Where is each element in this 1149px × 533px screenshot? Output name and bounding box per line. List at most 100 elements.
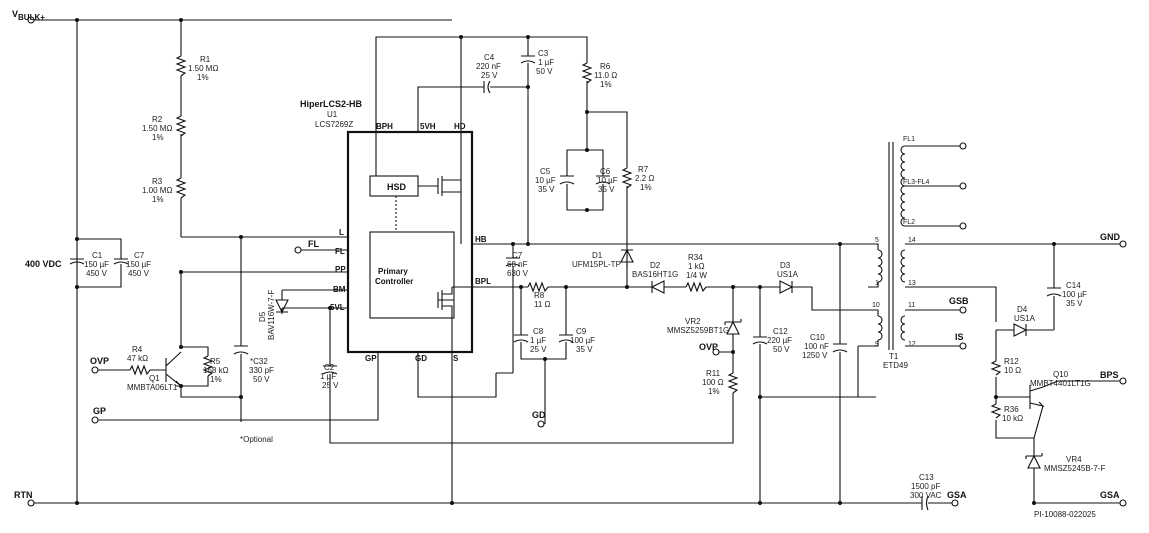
q10-part: MMBT4401LT1G	[1030, 379, 1091, 388]
r12-symbol	[990, 360, 1002, 376]
wires	[34, 19, 1120, 504]
optional-note: *Optional	[240, 435, 273, 444]
r34-power: 1/4 W	[686, 271, 707, 280]
d2-symbol	[650, 280, 665, 294]
r12-value: 10 Ω	[1004, 366, 1021, 375]
c9-voltage: 35 V	[576, 345, 593, 354]
r36-name: R36	[1004, 405, 1019, 414]
c9-value: 100 µF	[570, 336, 595, 345]
c8-symbol	[513, 334, 529, 343]
r34-value: 1 kΩ	[688, 262, 705, 271]
c6-name: C6	[600, 167, 611, 176]
t1-pin-1: 1	[875, 280, 879, 287]
pin-bph: BPH	[376, 122, 393, 131]
ic-u1	[346, 130, 474, 354]
r8-symbol	[527, 281, 549, 293]
pin-s: S	[453, 354, 459, 363]
r2-symbol	[175, 115, 187, 140]
resistors	[129, 55, 1002, 419]
net-gsa-right: GSA	[1100, 490, 1120, 500]
r12-name: R12	[1004, 357, 1019, 366]
c8-value: 1 µF	[530, 336, 546, 345]
t1-pin-9: 9	[875, 341, 879, 348]
net-fl: FL	[308, 239, 319, 249]
c2-symbol	[322, 365, 338, 375]
q1-name: Q1	[149, 374, 160, 383]
c13-value: 1500 pF	[911, 482, 940, 491]
pin-pp: PP	[335, 265, 346, 274]
transformer-t1	[877, 142, 906, 350]
c6-value: 10 µF	[597, 176, 618, 185]
pc-label-1: Primary	[378, 267, 408, 276]
terminals	[27, 16, 1127, 507]
d5-part: BAV116W-7-F	[267, 290, 276, 340]
c4-name: C4	[484, 53, 495, 62]
c8-name: C8	[533, 327, 544, 336]
t1-pin-11: 11	[908, 302, 915, 309]
net-is: IS	[955, 332, 964, 342]
r6-name: R6	[600, 62, 611, 71]
r8-value: 11 Ω	[534, 300, 551, 309]
c3-symbol	[520, 55, 536, 64]
net-gp-left: GP	[93, 406, 106, 416]
c13-symbol	[921, 495, 932, 511]
r6-value: 11.0 Ω	[594, 71, 617, 80]
d3-part: US1A	[777, 270, 799, 279]
c2-name: C2	[324, 363, 335, 372]
r8-name: R8	[534, 291, 545, 300]
c4-voltage: 25 V	[481, 71, 498, 80]
d1-part: UFM15PL-TP	[572, 260, 621, 269]
r3-symbol	[175, 177, 187, 199]
pin-5vl: 5VL	[330, 303, 345, 312]
c2-voltage: 25 V	[322, 381, 339, 390]
c1-voltage: 450 V	[86, 269, 108, 278]
d4-symbol	[1013, 323, 1030, 337]
input-voltage: 400 VDC	[25, 259, 62, 269]
net-vbulk: VBULK+	[12, 9, 45, 22]
vr2-name: VR2	[685, 317, 701, 326]
r4-name: R4	[132, 345, 143, 354]
c4-symbol	[483, 80, 492, 94]
r6-tol: 1%	[600, 80, 612, 89]
r1-symbol	[175, 55, 187, 77]
r3-tol: 1%	[152, 195, 164, 204]
pin-l: L	[339, 228, 344, 237]
r5-name: R5	[210, 357, 221, 366]
c7b-name: C7	[512, 251, 523, 260]
c10-name: C10	[810, 333, 825, 342]
pin-hb: HB	[475, 235, 487, 244]
junctions	[75, 18, 1056, 505]
c10-value: 100 nF	[804, 342, 829, 351]
c32-symbol	[233, 345, 249, 355]
c3-name: C3	[538, 49, 549, 58]
primary-controller-block	[369, 231, 455, 319]
net-gsa-bottom: GSA	[947, 490, 967, 500]
r11-value: 100 Ω	[702, 378, 724, 387]
r7-value: 2.2 Ω	[635, 174, 654, 183]
pin-fl: FL	[335, 247, 345, 256]
pin-hd: HD	[454, 122, 466, 131]
vr2-symbol	[724, 319, 742, 335]
net-ovp-mid: OVP	[699, 342, 718, 352]
c14-voltage: 35 V	[1066, 299, 1083, 308]
ic-part-line3: LCS7269Z	[315, 120, 353, 129]
net-ovp-left: OVP	[90, 356, 109, 366]
r3-value: 1.00 MΩ	[142, 186, 172, 195]
c32-voltage: 50 V	[253, 375, 270, 384]
pin-gd: GD	[415, 354, 427, 363]
c14-value: 100 µF	[1062, 290, 1087, 299]
r5-value: 158 kΩ	[203, 366, 229, 375]
diodes	[275, 248, 1043, 469]
c12-value: 220 µF	[767, 336, 792, 345]
d1-name: D1	[592, 251, 603, 260]
c1-name: C1	[92, 251, 103, 260]
component-labels: R1 1.50 MΩ 1% R2 1.50 MΩ 1% R3 1.00 MΩ 1…	[84, 49, 1105, 500]
t1-pin-12: 12	[908, 341, 916, 348]
vr4-symbol	[1025, 453, 1043, 469]
d3-symbol	[779, 280, 794, 294]
r34-symbol	[685, 281, 707, 293]
transistors	[165, 351, 1045, 409]
r1-value: 1.50 MΩ	[188, 64, 218, 73]
c4-value: 220 nF	[476, 62, 501, 71]
drawing-number: PI-10088-022025	[1034, 510, 1096, 519]
